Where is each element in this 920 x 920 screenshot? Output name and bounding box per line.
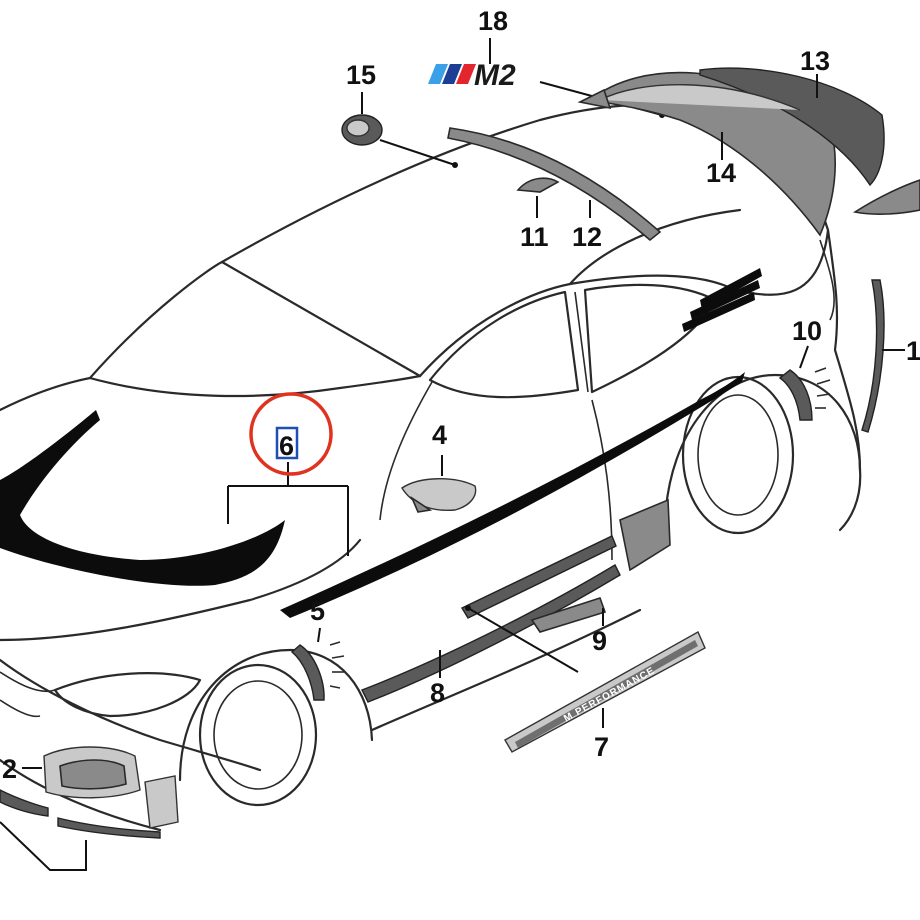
m2-badge: M2 [428, 59, 516, 92]
callout-2: 2 [2, 754, 17, 784]
mirror-cap-part-4 [401, 478, 477, 513]
m-stripe-dark-blue [442, 64, 462, 84]
highlight-box [275, 426, 299, 460]
m-stripe-light-blue [428, 64, 448, 84]
side-stripe-graphic [280, 268, 762, 618]
cap-part-15 [341, 114, 383, 146]
rear-wing-part-13-14 [577, 67, 885, 237]
side-vent-part-1 [861, 279, 885, 433]
callout-14: 14 [706, 158, 736, 188]
callout-4: 4 [432, 420, 447, 450]
callout-8: 8 [430, 678, 445, 708]
side-skirt-part-8 [361, 498, 671, 703]
callout-10: 10 [792, 316, 822, 346]
sill-plate-large-text: M PERFORMANCE [562, 665, 657, 724]
rear-vent-part-10 [778, 367, 831, 421]
rear-fragment-part [852, 179, 920, 215]
callout-18: 18 [478, 6, 508, 36]
callout-15: 15 [346, 60, 376, 90]
callout-13: 13 [800, 46, 830, 76]
callout-11: 11 [520, 222, 549, 252]
leader-15-to-roof [379, 139, 456, 166]
callout-6: 6 [279, 431, 294, 461]
leader-5 [317, 627, 321, 643]
leader-front-splitter [0, 821, 87, 871]
leader-15-dot [452, 162, 458, 168]
callout-1: 1 [906, 336, 920, 366]
leader-10 [799, 345, 809, 369]
roof-spoiler-part-12 [447, 127, 662, 242]
callout-5: 5 [310, 596, 325, 626]
callout-12: 12 [572, 222, 602, 252]
callout-9: 9 [592, 626, 607, 656]
hood-stripe-graphic [0, 410, 285, 586]
fender-vent-part-5 [290, 641, 345, 701]
leader-7-dot [465, 605, 471, 611]
m-stripe-red [456, 64, 476, 84]
highlight-circle [249, 392, 333, 476]
callout-7: 7 [594, 732, 609, 762]
leader-7-upper [467, 607, 579, 673]
car-body-outline [0, 103, 862, 832]
callout-labels: 18 15 13 14 11 12 10 1 4 5 9 8 7 2 [2, 6, 920, 784]
skirt-extension-part-9 [530, 596, 607, 633]
fin-part-11 [516, 177, 560, 193]
m2-badge-text: M2 [474, 59, 516, 92]
highlight-callout-6: 6 [249, 392, 333, 476]
front-intake-part-2 [0, 746, 179, 839]
